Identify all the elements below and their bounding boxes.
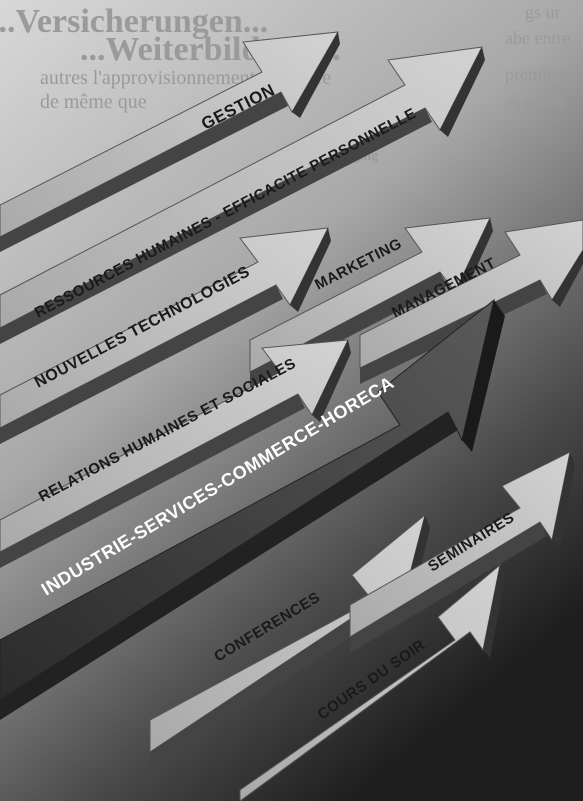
arrow-gestion: GESTION [0,31,340,252]
bg-header-fragment: Die [480,137,500,152]
bg-right-2: abe entre [505,28,570,48]
bg-right-4: es et cor [505,92,565,112]
bg-right-1: gs ur [525,2,561,22]
bg-right-3: premiers [505,64,568,84]
bg-line-4: de même que [40,91,147,113]
background-text: ...Versicherungen... ...Weiterbildung...… [0,2,570,164]
bg-line-1: ...Versicherungen... [0,3,268,40]
